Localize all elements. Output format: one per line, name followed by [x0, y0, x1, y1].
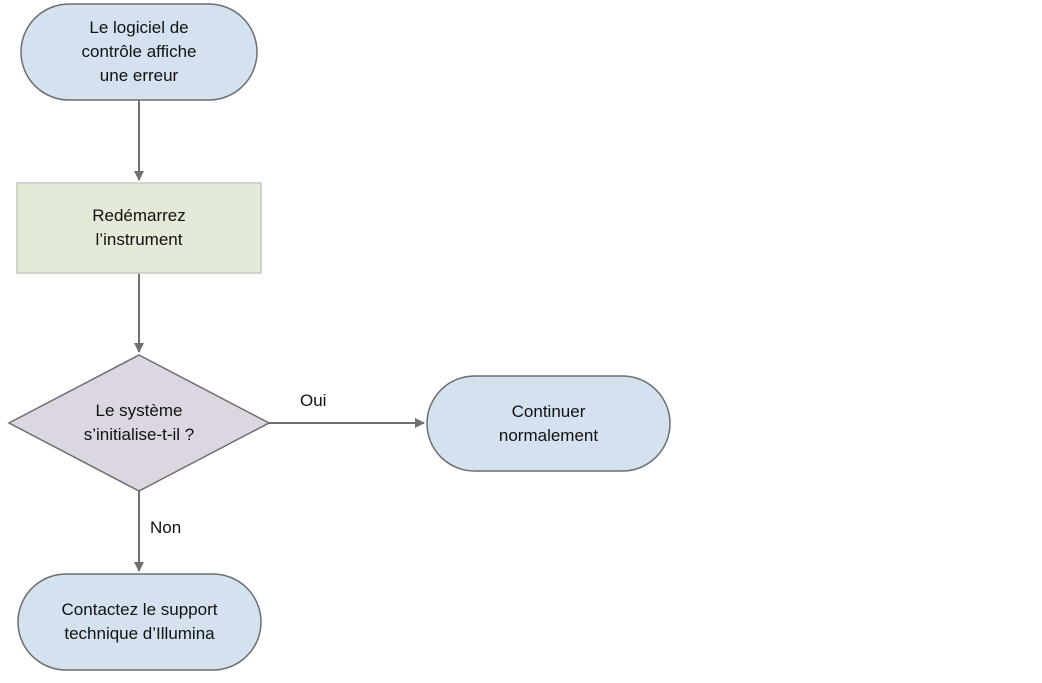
start-node-label: Le logiciel de contrôle affiche une erre… [21, 4, 257, 100]
continue-terminal-shape [426, 375, 671, 472]
start-terminal-shape [20, 3, 258, 101]
decision-label-line-1: Le système [95, 401, 183, 420]
start-label-line-1: Le logiciel de [89, 18, 189, 37]
restart-process-shape [16, 182, 262, 274]
decision-node-label: Le système s’initialise-t-il ? [39, 385, 239, 461]
support-terminal-shape [17, 573, 262, 671]
continue-node-label: Continuer normalement [427, 376, 670, 471]
start-label-line-3: une erreur [99, 66, 179, 85]
continue-label-line-2: normalement [498, 425, 599, 445]
decision-label-line-2: s’initialise-t-il ? [83, 425, 195, 444]
support-label-line-2: technique d’Illumina [64, 624, 215, 643]
edge-label-no: Non [150, 518, 182, 537]
decision-diamond-shape [7, 354, 271, 492]
restart-node-label: Redémarrez l’instrument [17, 183, 261, 273]
restart-label-line-1: Redémarrez [92, 206, 186, 225]
restart-label-line-2: l’instrument [95, 230, 183, 249]
edge-label-yes: Oui [300, 391, 327, 410]
support-label-line-1: Contactez le support [61, 600, 218, 619]
support-node-label: Contactez le support technique d’Illumin… [18, 574, 261, 670]
start-label-line-2: contrôle affiche [81, 42, 197, 61]
continue-label-line-1: Continuer [511, 401, 586, 421]
